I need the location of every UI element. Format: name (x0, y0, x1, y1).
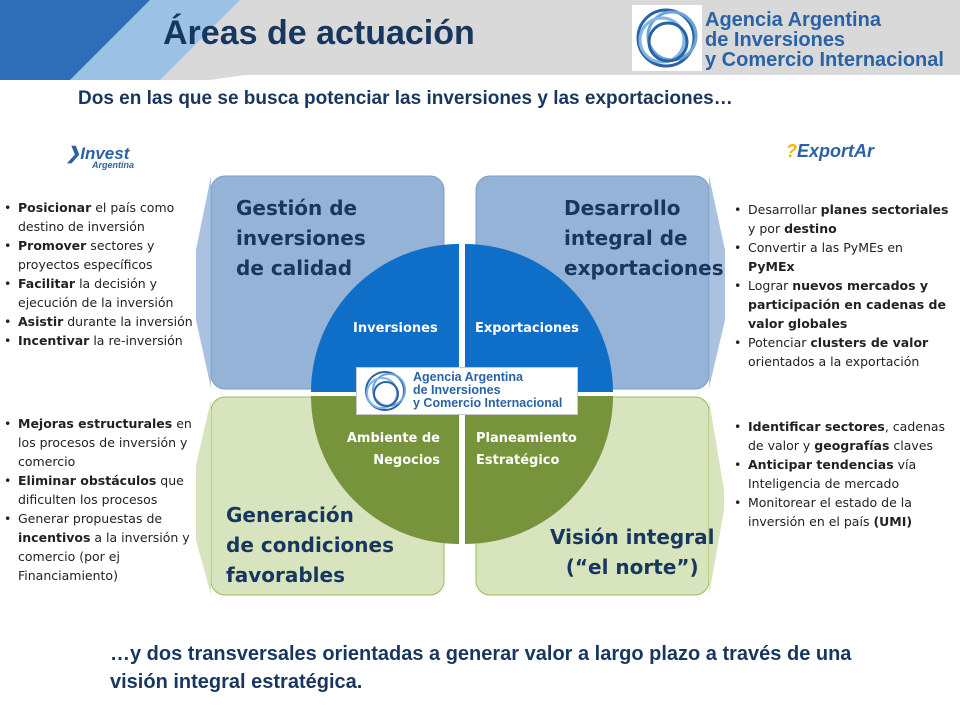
header-band (95, 0, 960, 80)
export-flag-icon: ? (786, 141, 797, 161)
invest-s-icon: ❯ (66, 144, 81, 163)
agency-line: Agencia Argentina (705, 9, 881, 31)
label-line: Generación (226, 503, 354, 527)
bracket-right-top (709, 176, 725, 388)
agency-line: y Comercio Internacional (705, 49, 944, 71)
left-bottom-bullets: Mejoras estructurales en los procesos de… (4, 414, 196, 585)
bullet-item: Promover sectores y proyectos específico… (4, 236, 196, 274)
label-line: de condiciones (226, 533, 395, 557)
label-line: Planeamiento (476, 431, 577, 446)
agency-name: Agencia Argentina de Inversiones y Comer… (705, 10, 944, 70)
bullet-item: Eliminar obstáculos que dificulten los p… (4, 471, 196, 509)
subtitle: Dos en las que se busca potenciar las in… (78, 88, 733, 109)
footer-text: …y dos transversales orientadas a genera… (110, 643, 852, 693)
export-logo-suffix: Ar (854, 141, 875, 161)
logo-line: Agencia Argentina (413, 370, 523, 384)
invest-logo-name: Invest (80, 144, 130, 163)
quadrant-bottom-left-label: Generación de condiciones favorables (226, 500, 394, 590)
center-circle (311, 244, 613, 544)
bullet-item: Anticipar tendencias vía Inteligencia de… (734, 455, 952, 493)
logo-line: de Inversiones (413, 383, 501, 397)
circle-sector-bottom-right (465, 396, 613, 544)
circle-label-ambiente: Ambiente de Negocios (330, 428, 440, 472)
bracket-left-bottom (196, 400, 211, 595)
label-line: (“el norte”) (565, 555, 699, 579)
logo-line: y Comercio Internacional (413, 396, 563, 410)
label-line: Gestión de (236, 196, 358, 220)
bullet-item: Identificar sectores, cadenas de valor y… (734, 417, 952, 455)
bullet-item: Monitorear el estado de la inversión en … (734, 493, 952, 531)
label-line: favorables (226, 563, 345, 587)
label-line: Visión integral (550, 525, 715, 549)
quadrant-bottom-right-label: Visión integral (“el norte”) (550, 522, 714, 582)
label-line: inversiones (236, 226, 366, 250)
label-line: de calidad (236, 256, 353, 280)
bullet-item: Lograr nuevos mercados y participación e… (734, 276, 952, 333)
left-top-bullets: Posicionar el país como destino de inver… (4, 198, 196, 350)
header-stripe-light (70, 0, 240, 80)
circle-sector-top-right (465, 244, 613, 392)
label-line: integral de (564, 226, 688, 250)
agency-rings-icon (636, 8, 698, 68)
center-agency-logo: Agencia Argentina de Inversiones y Comer… (356, 367, 578, 415)
circle-sector-bottom-left (311, 396, 459, 544)
label-line: Negocios (373, 453, 440, 468)
invest-logo-sub: Argentina (92, 160, 135, 170)
circle-label-inversiones: Inversiones (353, 321, 438, 336)
bracket-left-top (196, 176, 211, 388)
label-line: Estratégico (476, 453, 560, 468)
bullet-item: Mejoras estructurales en los procesos de… (4, 414, 196, 471)
bullet-item: Desarrollar planes sectoriales y por des… (734, 200, 952, 238)
center-logo-text: Agencia Argentina de Inversiones y Comer… (413, 371, 562, 410)
bullet-item: Facilitar la decisión y ejecución de la … (4, 274, 196, 312)
page-title: Áreas de actuación (163, 14, 475, 52)
bracket-right-bottom (709, 400, 724, 595)
bullet-item: Convertir a las PyMEs en PyMEx (734, 238, 952, 276)
export-logo-prefix: Export (797, 141, 855, 161)
exportar-logo: ?ExportAr (786, 141, 874, 162)
bullet-item: Incentivar la re-inversión (4, 331, 196, 350)
quadrant-top-right-label: Desarrollo integral de exportaciones (564, 193, 724, 283)
bullet-item: Potenciar clusters de valor orientados a… (734, 333, 952, 371)
invest-argentina-logo: ❯Invest Argentina (66, 144, 134, 170)
label-line: Desarrollo (564, 196, 681, 220)
right-bottom-bullets: Identificar sectores, cadenas de valor y… (734, 417, 952, 531)
right-top-bullets: Desarrollar planes sectoriales y por des… (734, 200, 952, 371)
bullet-item: Generar propuestas de incentivos a la in… (4, 509, 196, 585)
label-line: Ambiente de (346, 431, 440, 446)
circle-label-exportaciones: Exportaciones (475, 321, 579, 336)
label-line: exportaciones (564, 256, 724, 280)
header-stripe-accent (0, 0, 120, 80)
bullet-item: Posicionar el país como destino de inver… (4, 198, 196, 236)
circle-sector-top-left (311, 244, 459, 392)
bullet-item: Asistir durante la inversión (4, 312, 196, 331)
agency-rings-icon (365, 371, 406, 411)
quadrant-top-left-label: Gestión de inversiones de calidad (236, 193, 366, 283)
circle-label-planeamiento: Planeamiento Estratégico (476, 428, 577, 472)
agency-line: de Inversiones (705, 29, 846, 51)
